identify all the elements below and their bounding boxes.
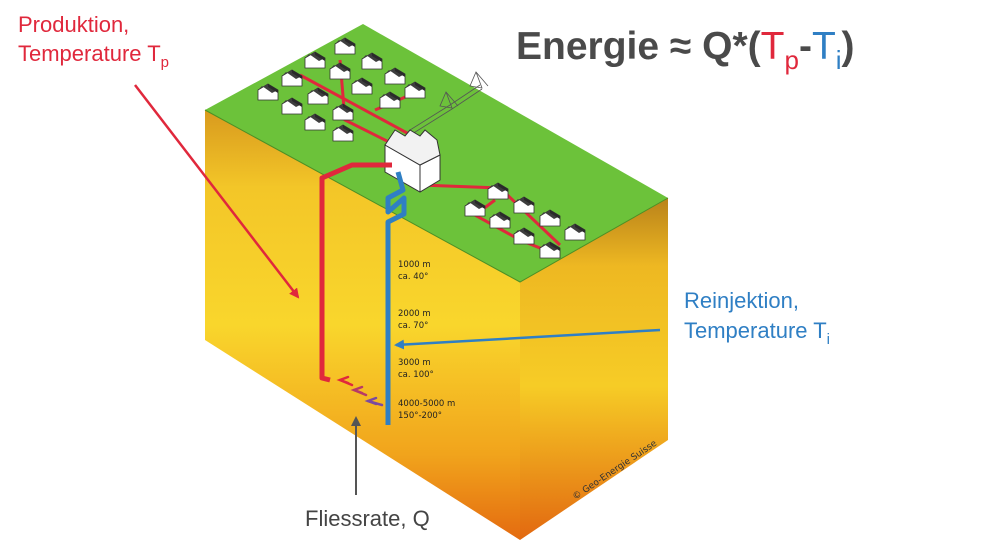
power-plant xyxy=(384,129,441,193)
reservoir-flow-arrows xyxy=(336,375,384,407)
depth-1-value: 1000 m xyxy=(398,260,431,270)
production-label-line1: Produktion, xyxy=(18,12,129,37)
reinjection-label-line2: Temperature Ti xyxy=(684,318,830,348)
depth-scale: 1000 m ca. 40° 2000 m ca. 70° 3000 m ca.… xyxy=(398,260,455,421)
depth-4-value: 4000-5000 m xyxy=(398,399,455,409)
depth-2-temp: ca. 70° xyxy=(398,321,428,331)
depth-3-value: 3000 m xyxy=(398,358,431,368)
depth-4-temp: 150°-200° xyxy=(398,411,442,421)
block-front-face xyxy=(205,110,520,540)
production-label-sub: p xyxy=(161,54,169,71)
injection-well xyxy=(385,171,407,425)
reinjection-pointer-arrow xyxy=(394,328,661,350)
depth-1-temp: ca. 40° xyxy=(398,272,428,282)
formula-prefix: Energie ≈ Q*( xyxy=(516,25,761,68)
reinjection-label-line1: Reinjektion, xyxy=(684,288,799,313)
formula-suffix: ) xyxy=(842,25,855,68)
depth-3-temp: ca. 100° xyxy=(398,370,434,380)
reinjection-label-text: Temperature T xyxy=(684,318,827,343)
formula-ti-letter: T xyxy=(812,25,836,68)
production-label-line2: Temperature Tp xyxy=(18,41,169,71)
reinjection-label-sub: i xyxy=(827,331,830,348)
formula-tp-sub: p xyxy=(784,45,798,75)
block-side-face xyxy=(520,198,668,540)
energy-formula: Energie ≈ Q*(Tp-Ti) xyxy=(516,25,855,75)
depth-2-value: 2000 m xyxy=(398,309,431,319)
power-lines xyxy=(409,71,489,135)
production-label-text: Temperature T xyxy=(18,41,161,66)
formula-minus: - xyxy=(799,25,812,68)
production-pointer-arrow xyxy=(134,84,300,299)
reinjection-label: Reinjektion, Temperature Ti xyxy=(684,288,830,348)
production-well xyxy=(319,162,392,383)
production-label: Produktion, Temperature Tp xyxy=(18,12,169,71)
formula-ti-sub: i xyxy=(836,45,842,75)
flow-rate-label: Fliessrate, Q xyxy=(305,506,430,531)
formula-tp-letter: T xyxy=(761,25,785,68)
